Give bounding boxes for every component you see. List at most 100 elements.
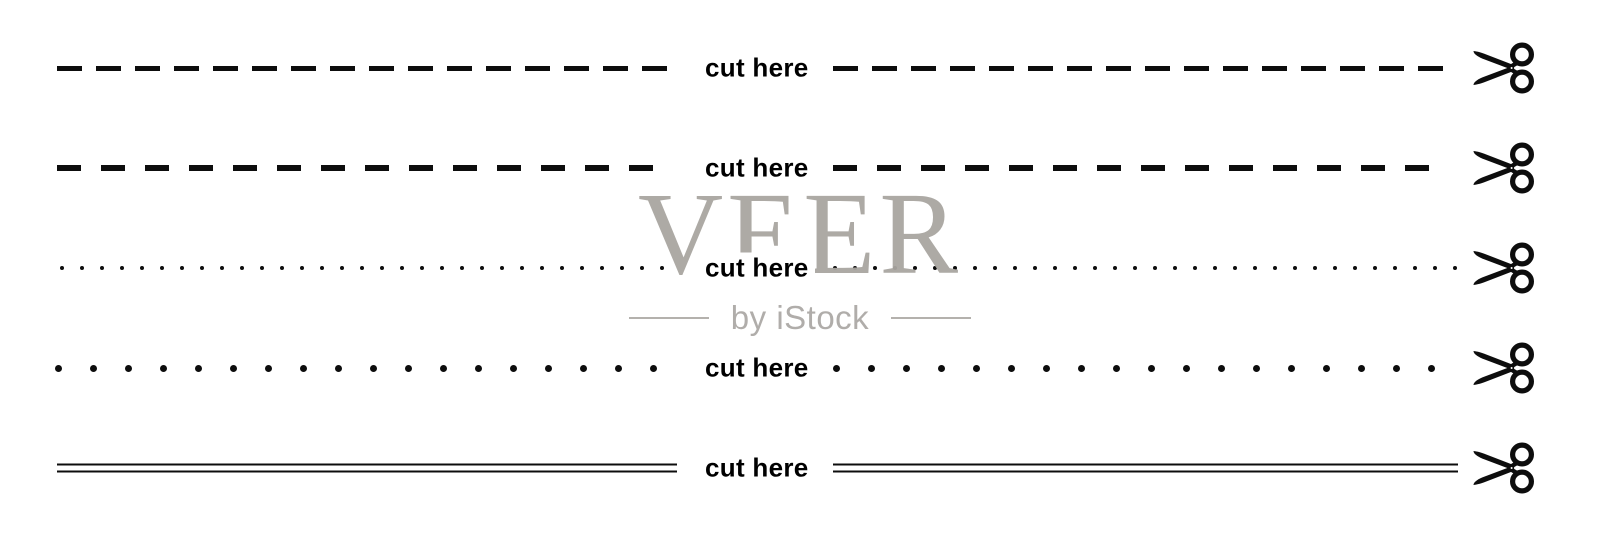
- dash-mark: [321, 165, 345, 171]
- dash-mark: [1053, 165, 1077, 171]
- dot-mark: [1253, 266, 1257, 270]
- dot-mark: [520, 266, 524, 270]
- dot-mark: [833, 266, 837, 270]
- dash-mark: [965, 165, 989, 171]
- dash-mark: [96, 65, 121, 71]
- dot-mark: [615, 364, 622, 372]
- dash-mark: [1340, 65, 1365, 71]
- dash-mark: [1106, 65, 1131, 71]
- dash-mark: [408, 65, 433, 71]
- dot-mark: [80, 266, 84, 270]
- double-line-lower: [57, 470, 677, 473]
- dot-mark: [560, 266, 564, 270]
- dotted-line-right-row-4: [833, 362, 1458, 374]
- dot-mark: [1113, 266, 1117, 270]
- dot-mark: [650, 364, 657, 372]
- dot-mark: [973, 266, 977, 270]
- scissors-icon: [1472, 42, 1534, 94]
- dot-mark: [1043, 364, 1050, 372]
- dash-mark: [1223, 65, 1248, 71]
- dot-mark: [853, 266, 857, 270]
- dot-mark: [335, 364, 342, 372]
- dash-mark: [1009, 165, 1033, 171]
- watermark-attribution: by iStock: [730, 299, 870, 336]
- scissors-icon: [1472, 142, 1534, 194]
- dash-mark: [1229, 165, 1253, 171]
- dot-mark: [1313, 266, 1317, 270]
- dash-mark: [213, 65, 238, 71]
- dot-mark: [1073, 266, 1077, 270]
- dot-mark: [893, 266, 897, 270]
- dash-mark: [486, 65, 511, 71]
- dash-mark: [1317, 165, 1341, 171]
- dot-mark: [1273, 266, 1277, 270]
- scissors-icon: [1472, 442, 1534, 494]
- dot-mark: [60, 266, 64, 270]
- dash-mark: [277, 165, 301, 171]
- dot-mark: [1183, 364, 1190, 372]
- dash-mark: [1418, 65, 1443, 71]
- dash-mark: [1141, 165, 1165, 171]
- dotted-line-right-row-3: [833, 262, 1458, 274]
- dot-mark: [1393, 266, 1397, 270]
- cut-here-label-row-2: cut here: [699, 152, 815, 184]
- dot-mark: [1008, 364, 1015, 372]
- dot-mark: [510, 364, 517, 372]
- dot-mark: [600, 266, 604, 270]
- dot-mark: [1353, 266, 1357, 270]
- dot-mark: [280, 266, 284, 270]
- dot-mark: [640, 266, 644, 270]
- dot-mark: [100, 266, 104, 270]
- dash-mark: [585, 165, 609, 171]
- cut-line-row-5: cut here: [0, 438, 1600, 498]
- dot-mark: [1218, 364, 1225, 372]
- dash-mark: [1145, 65, 1170, 71]
- dot-mark: [140, 266, 144, 270]
- dot-mark: [360, 266, 364, 270]
- dot-mark: [300, 364, 307, 372]
- dot-mark: [993, 266, 997, 270]
- dash-mark: [101, 165, 125, 171]
- dot-mark: [938, 364, 945, 372]
- dot-mark: [1093, 266, 1097, 270]
- dash-mark: [642, 65, 667, 71]
- cut-line-row-3: cut here: [0, 238, 1600, 298]
- dot-mark: [580, 266, 584, 270]
- dot-mark: [370, 364, 377, 372]
- dash-mark: [603, 65, 628, 71]
- dash-mark: [57, 165, 81, 171]
- dash-mark: [189, 165, 213, 171]
- dot-mark: [220, 266, 224, 270]
- dot-mark: [230, 364, 237, 372]
- dot-mark: [475, 364, 482, 372]
- dot-mark: [440, 364, 447, 372]
- cut-here-label-row-5: cut here: [699, 452, 815, 484]
- dot-mark: [1433, 266, 1437, 270]
- dash-mark: [233, 165, 257, 171]
- dash-mark: [564, 65, 589, 71]
- dash-mark: [833, 65, 858, 71]
- dot-mark: [1293, 266, 1297, 270]
- cut-here-label-row-4: cut here: [699, 352, 815, 384]
- dot-mark: [913, 266, 917, 270]
- dash-mark: [1185, 165, 1209, 171]
- dot-mark: [620, 266, 624, 270]
- dot-mark: [1053, 266, 1057, 270]
- dot-mark: [1033, 266, 1037, 270]
- dot-mark: [1373, 266, 1377, 270]
- dash-mark: [145, 165, 169, 171]
- dotted-line-left-row-3: [60, 262, 677, 274]
- dot-mark: [180, 266, 184, 270]
- dotted-line-left-row-4: [55, 362, 677, 374]
- dot-mark: [1288, 364, 1295, 372]
- dashed-line-right-row-1: [833, 62, 1458, 74]
- dot-mark: [933, 266, 937, 270]
- dash-mark: [1028, 65, 1053, 71]
- dot-mark: [1148, 364, 1155, 372]
- double-line-upper: [57, 463, 677, 466]
- dashed-line-left-row-1: [57, 62, 677, 74]
- dashed-line-left-row-2: [57, 162, 677, 174]
- double-line-right-row-5: [833, 463, 1458, 473]
- dot-mark: [545, 364, 552, 372]
- dot-mark: [160, 266, 164, 270]
